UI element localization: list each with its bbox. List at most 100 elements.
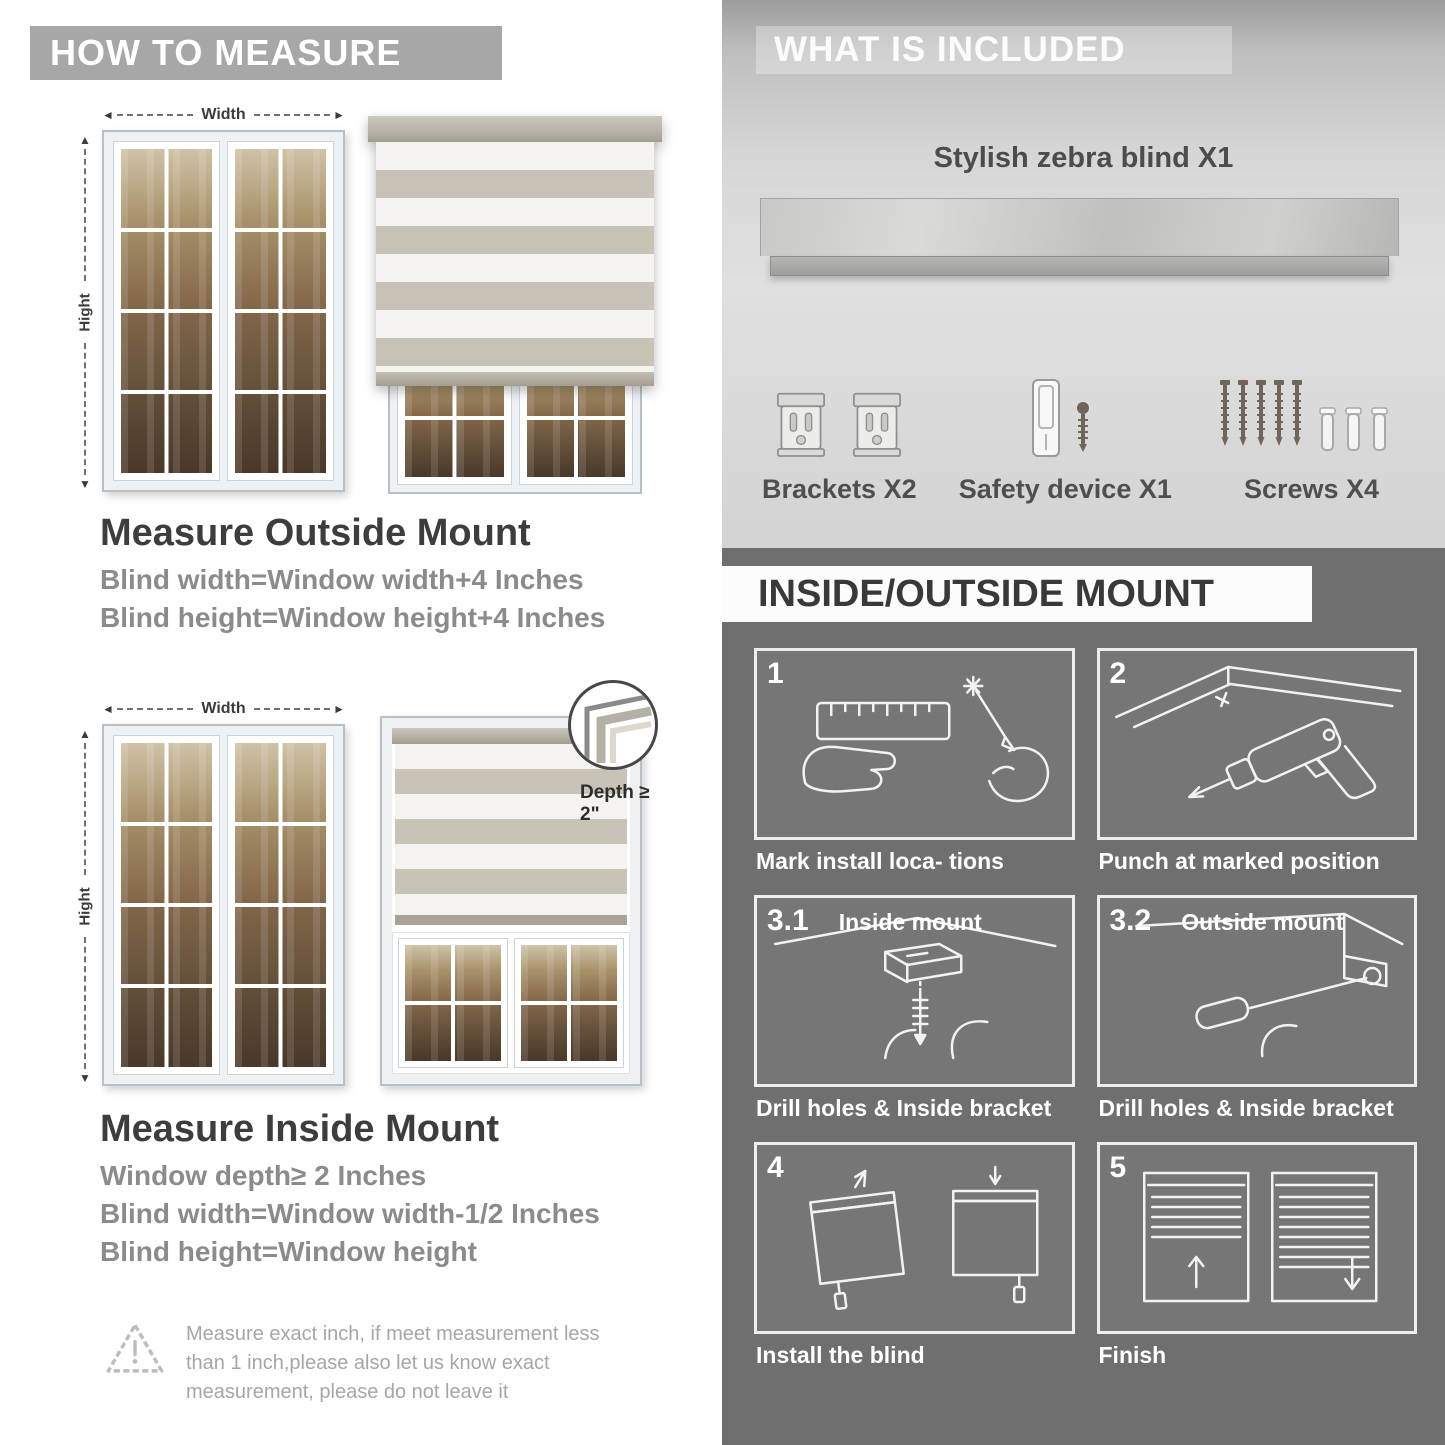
step-caption: Drill holes & Inside bracket bbox=[1098, 1095, 1394, 1121]
outside-mount-figure: ◄ Width ► ▲ Hight ▼ bbox=[62, 100, 662, 500]
how-to-measure-banner: HOW TO MEASURE bbox=[30, 26, 502, 80]
window-panes bbox=[233, 147, 328, 475]
blind-headrail bbox=[368, 116, 662, 142]
height-label: Hight bbox=[76, 292, 94, 332]
bracket-icon bbox=[853, 392, 902, 457]
step-4-panel: 4 bbox=[754, 1142, 1075, 1334]
step-5-header: 5 bbox=[1110, 1151, 1407, 1185]
mark-location-illustration bbox=[802, 675, 1050, 803]
step-3-2: 3.2 Outside mount bbox=[1096, 895, 1417, 1122]
blind-stripes bbox=[395, 744, 627, 916]
arrow-left-icon: ◄ bbox=[102, 108, 114, 122]
mount-type-label: Inside mount bbox=[838, 909, 982, 935]
height-label-box: Hight bbox=[74, 878, 96, 934]
mount-banner: INSIDE/OUTSIDE MOUNT bbox=[722, 566, 1312, 622]
window-panes bbox=[119, 741, 214, 1069]
window-panes bbox=[233, 741, 328, 1069]
step-caption: Mark install loca- tions bbox=[756, 848, 1004, 874]
bracket-icon bbox=[777, 392, 826, 457]
step-caption: Drill holes & Inside bracket bbox=[756, 1095, 1052, 1121]
outside-formula-width: Blind width=Window width+4 Inches bbox=[100, 564, 584, 595]
step-number: 3.2 bbox=[1109, 904, 1152, 937]
window-sash bbox=[227, 141, 334, 481]
included-item-safety: Safety device X1 bbox=[959, 330, 1172, 505]
window-panes bbox=[519, 943, 619, 1063]
width-label: Width bbox=[201, 700, 246, 717]
window-sash bbox=[514, 938, 624, 1068]
zebra-blind bbox=[368, 116, 662, 386]
what-is-included-banner: WHAT IS INCLUDED bbox=[756, 26, 1232, 74]
right-section: WHAT IS INCLUDED Stylish zebra blind X1 bbox=[722, 0, 1445, 1445]
window-behind-blind bbox=[388, 342, 642, 494]
window-sash bbox=[113, 735, 220, 1075]
step-caption: Install the blind bbox=[756, 1342, 925, 1368]
inside-mount-title: Measure Inside Mount bbox=[100, 1108, 500, 1150]
blind-bottomrail bbox=[395, 915, 627, 926]
arrow-up-icon: ▲ bbox=[79, 133, 91, 147]
safety-device-icon bbox=[1032, 379, 1090, 457]
window-panes bbox=[403, 943, 503, 1063]
finish-illustration bbox=[1142, 1171, 1377, 1303]
window-sash bbox=[398, 938, 508, 1068]
inside-mount-frame bbox=[392, 728, 630, 1074]
warning-icon bbox=[106, 1323, 164, 1373]
window-sash bbox=[227, 735, 334, 1075]
step-1: 1 bbox=[754, 648, 1075, 875]
step-number: 1 bbox=[767, 657, 784, 690]
measure-warning: Measure exact inch, if meet measurement … bbox=[104, 1320, 649, 1407]
dashed-line bbox=[84, 343, 86, 475]
step-3-2-header: 3.2 Outside mount bbox=[1110, 904, 1407, 938]
headrail-cassette bbox=[760, 198, 1399, 256]
arrow-right-icon: ► bbox=[333, 702, 345, 716]
step-1-panel: 1 bbox=[754, 648, 1075, 840]
included-item-brackets: Brackets X2 bbox=[762, 330, 917, 505]
headrail-illustration bbox=[760, 198, 1399, 276]
step-2-panel: 2 bbox=[1096, 648, 1417, 840]
dashed-line bbox=[116, 114, 194, 116]
step-1-header: 1 bbox=[767, 657, 1064, 691]
step-caption: Finish bbox=[1098, 1342, 1167, 1368]
depth-label: Depth ≥ 2" bbox=[580, 782, 650, 825]
window-sashes bbox=[397, 351, 633, 485]
included-item-screws: Screws X4 bbox=[1214, 330, 1409, 505]
dashed-line bbox=[253, 114, 331, 116]
window-sashes bbox=[113, 141, 334, 481]
window-illustration: ◄ Width ► ▲ Hight ▼ bbox=[62, 100, 347, 498]
arrow-down-icon: ▼ bbox=[79, 477, 91, 491]
window bbox=[102, 130, 345, 492]
headrail-bottom bbox=[770, 256, 1389, 276]
width-label: Width bbox=[201, 106, 246, 123]
step-3-2-panel: 3.2 Outside mount bbox=[1096, 895, 1417, 1087]
step-4: 4 bbox=[754, 1142, 1075, 1369]
step-number: 2 bbox=[1109, 657, 1127, 690]
width-measure: ◄ Width ► bbox=[102, 104, 345, 126]
height-label-box: Hight bbox=[74, 284, 96, 340]
step-4-header: 4 bbox=[767, 1151, 1064, 1185]
blind-bottomrail bbox=[376, 372, 654, 386]
mount-steps: 1 bbox=[754, 648, 1417, 1369]
install-blind-illustration bbox=[809, 1165, 1039, 1311]
step-2-header: 2 bbox=[1110, 657, 1407, 691]
window-illustration: ◄ Width ► ▲ Hight ▼ bbox=[62, 694, 347, 1092]
step-number: 4 bbox=[767, 1151, 784, 1184]
height-measure: ▲ Hight ▼ bbox=[74, 134, 96, 490]
step-3-1: 3.1 Inside mount bbox=[754, 895, 1075, 1122]
arrow-right-icon: ► bbox=[333, 108, 345, 122]
arrow-left-icon: ◄ bbox=[102, 702, 114, 716]
mount-type-label: Outside mount bbox=[1181, 909, 1344, 935]
warning-text: Measure exact inch, if meet measurement … bbox=[186, 1323, 600, 1403]
brackets-label: Brackets X2 bbox=[762, 474, 917, 504]
step-2: 2 bbox=[1096, 648, 1417, 875]
inside-formula-height: Blind height=Window height bbox=[100, 1236, 477, 1267]
depth-callout-circle bbox=[568, 680, 658, 770]
dashed-line bbox=[253, 708, 331, 710]
mount-instructions-section: INSIDE/OUTSIDE MOUNT 1 bbox=[722, 548, 1445, 1445]
step-5: 5 bbox=[1096, 1142, 1417, 1369]
step-3-1-header: 3.1 Inside mount bbox=[767, 904, 1064, 938]
inside-mount-figure: ◄ Width ► ▲ Hight ▼ bbox=[62, 680, 662, 1094]
window-behind-blind bbox=[392, 932, 630, 1074]
screws-label: Screws X4 bbox=[1243, 474, 1380, 504]
step-number: 3.1 bbox=[767, 904, 809, 937]
arrow-up-icon: ▲ bbox=[79, 727, 91, 741]
safety-device-icons bbox=[959, 330, 1172, 462]
